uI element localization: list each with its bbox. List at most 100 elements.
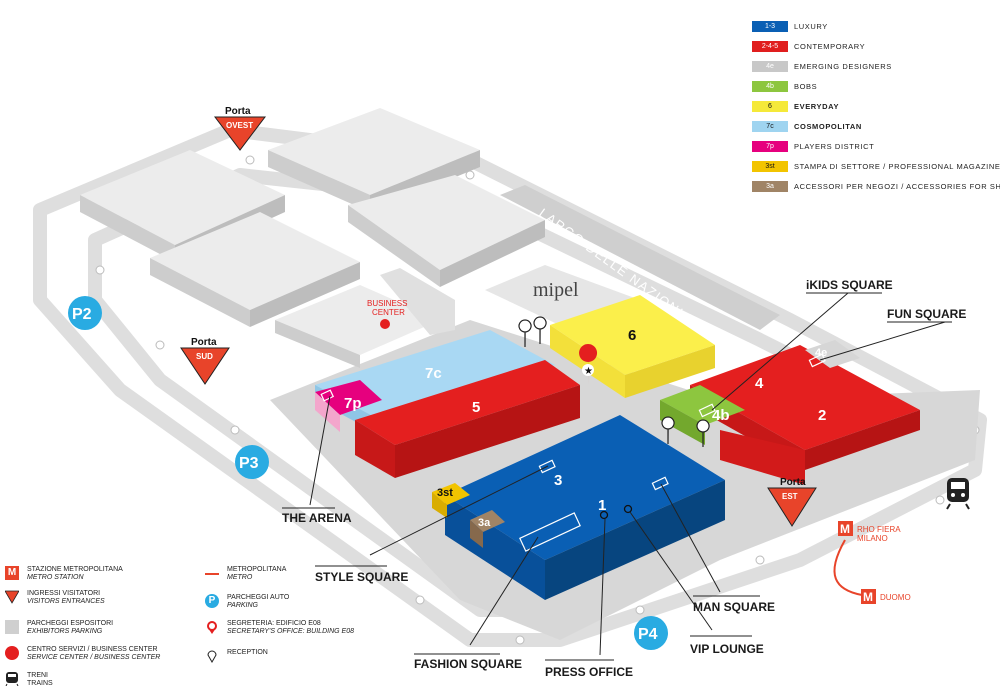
metro-rho-icon[interactable]: M	[838, 521, 853, 536]
ikids-square-label: iKIDS SQUARE	[806, 278, 893, 292]
legend-label: ACCESSORI PER NEGOZI / ACCESSORIES FOR S…	[794, 181, 1000, 191]
svg-text:M: M	[840, 522, 850, 536]
legend-label: CONTEMPORARY	[794, 41, 866, 51]
parking-icon: P	[205, 594, 219, 608]
legend-label: PLAYERS DISTRICT	[794, 141, 875, 151]
key-label: RECEPTION	[227, 649, 268, 656]
business-center-dot-icon[interactable]	[380, 319, 390, 329]
key-sublabel: SERVICE CENTER / BUSINESS CENTER	[27, 654, 161, 661]
reception-pin-icons[interactable]	[518, 316, 710, 448]
legend-item-accessories: 3a ACCESSORI PER NEGOZI / ACCESSORIES FOR…	[752, 179, 1000, 193]
hall-6-label: 6	[628, 327, 636, 344]
svg-text:Porta: Porta	[191, 337, 217, 348]
legend-item-contemporary: 2-4-5 CONTEMPORARY	[752, 39, 865, 53]
business-center-line1: BUSINESS	[367, 299, 407, 308]
key-reception: RECEPTION	[205, 649, 268, 663]
legend-badge: 4e	[752, 60, 788, 72]
key-sublabel: METRO	[227, 574, 253, 581]
legend-label: STAMPA DI SETTORE / PROFESSIONAL MAGAZIN…	[794, 161, 1000, 171]
gate-ovest[interactable]: Porta OVEST	[213, 106, 267, 151]
vip-lounge-dot[interactable]	[623, 504, 633, 514]
legend-badge: 1-3	[752, 20, 788, 32]
gate-sud[interactable]: Porta SUD	[180, 337, 230, 385]
legend-item-magazines: 3st STAMPA DI SETTORE / PROFESSIONAL MAGA…	[752, 159, 1000, 173]
key-label: PARCHEGGI ESPOSITORI	[27, 620, 114, 627]
man-square-label: MAN SQUARE	[693, 600, 775, 614]
metro-line	[833, 539, 863, 596]
grey-pavilions	[80, 108, 545, 368]
key-label: METROPOLITANA	[227, 566, 287, 573]
svg-text:EST: EST	[782, 492, 798, 501]
parking-p3[interactable]: P3	[235, 445, 269, 479]
hall-5-label: 5	[472, 399, 480, 416]
metro-duomo-icon[interactable]: M	[861, 589, 876, 604]
key-label: STAZIONE METROPOLITANA	[27, 566, 123, 573]
hall-3-label: 3	[554, 472, 562, 489]
legend-badge: 4b	[752, 80, 788, 92]
key-label: TRENI	[27, 672, 48, 679]
secretary-star-icon	[207, 621, 217, 634]
metro-rho-label-1: RHO FIERA	[857, 525, 901, 534]
legend-label: EMERGING DESIGNERS	[794, 61, 892, 71]
leader-lines	[309, 292, 946, 656]
legend-label: COSMOPOLITAN	[794, 121, 862, 131]
legend-badge: 7c	[752, 120, 788, 132]
legend-label: LUXURY	[794, 21, 828, 31]
legend-badge: 3a	[752, 180, 788, 192]
legend-item-everyday: 6 EVERYDAY	[752, 99, 839, 113]
hall-4-label: 4	[755, 375, 764, 392]
hall-1-label: 1	[598, 497, 606, 514]
fun-square-label: FUN SQUARE	[887, 307, 966, 321]
svg-text:M: M	[863, 590, 873, 604]
legend-badge: 6	[752, 100, 788, 112]
gate-est[interactable]: Porta EST	[767, 477, 817, 527]
metro-station-icon: M	[5, 566, 19, 580]
hall-3a-label: 3a	[478, 517, 491, 529]
press-office-label: PRESS OFFICE	[545, 665, 633, 679]
vip-lounge-label: VIP LOUNGE	[690, 642, 764, 656]
legend-badge: 7p	[752, 140, 788, 152]
hall-2-label: 2	[818, 407, 826, 424]
style-square-label: STYLE SQUARE	[315, 570, 408, 584]
key-sublabel: PARKING	[227, 602, 258, 609]
legend-badge: 2-4-5	[752, 40, 788, 52]
parking-p2[interactable]: P2	[68, 296, 102, 330]
metro-duomo-label: DUOMO	[880, 593, 911, 602]
key-label: PARCHEGGI AUTO	[227, 594, 290, 601]
entrance-triangle-icon	[5, 590, 19, 604]
legend-label: BOBS	[794, 81, 818, 91]
legend-item-cosmopolitan: 7c COSMOPOLITAN	[752, 119, 862, 133]
press-office-dot[interactable]	[599, 510, 609, 520]
legend-badge: 3st	[752, 160, 788, 172]
business-center-line2: CENTER	[372, 308, 405, 317]
svg-text:Porta: Porta	[780, 477, 806, 488]
service-center-dot-icon	[5, 646, 19, 660]
hall-7c-label: 7c	[425, 365, 442, 382]
key-sublabel: SECRETARY'S OFFICE: BUILDING E08	[227, 628, 354, 635]
key-label: SEGRETERIA: EDIFICIO E08	[227, 620, 321, 627]
svg-text:OVEST: OVEST	[226, 121, 253, 130]
legend-label: EVERYDAY	[794, 101, 840, 111]
hall-4b-label: 4b	[712, 407, 730, 424]
svg-text:Porta: Porta	[225, 106, 251, 117]
train-icon	[5, 672, 19, 686]
svg-text:P4: P4	[638, 626, 658, 643]
key-sublabel: EXHIBITORS PARKING	[27, 628, 103, 635]
svg-text:P3: P3	[239, 455, 259, 472]
key-label: INGRESSI VISITATORI	[27, 590, 101, 597]
metro-line-icon	[205, 573, 219, 575]
secretary-star-icon[interactable]: ★	[579, 344, 598, 385]
largo-delle-nazioni-strip	[500, 185, 780, 330]
train-icon	[946, 478, 970, 510]
parking-p4[interactable]: P4	[634, 616, 668, 650]
svg-text:SUD: SUD	[196, 352, 213, 361]
legend-item-emerging: 4e EMERGING DESIGNERS	[752, 59, 892, 73]
legend-item-luxury: 1-3 LUXURY	[752, 19, 828, 33]
